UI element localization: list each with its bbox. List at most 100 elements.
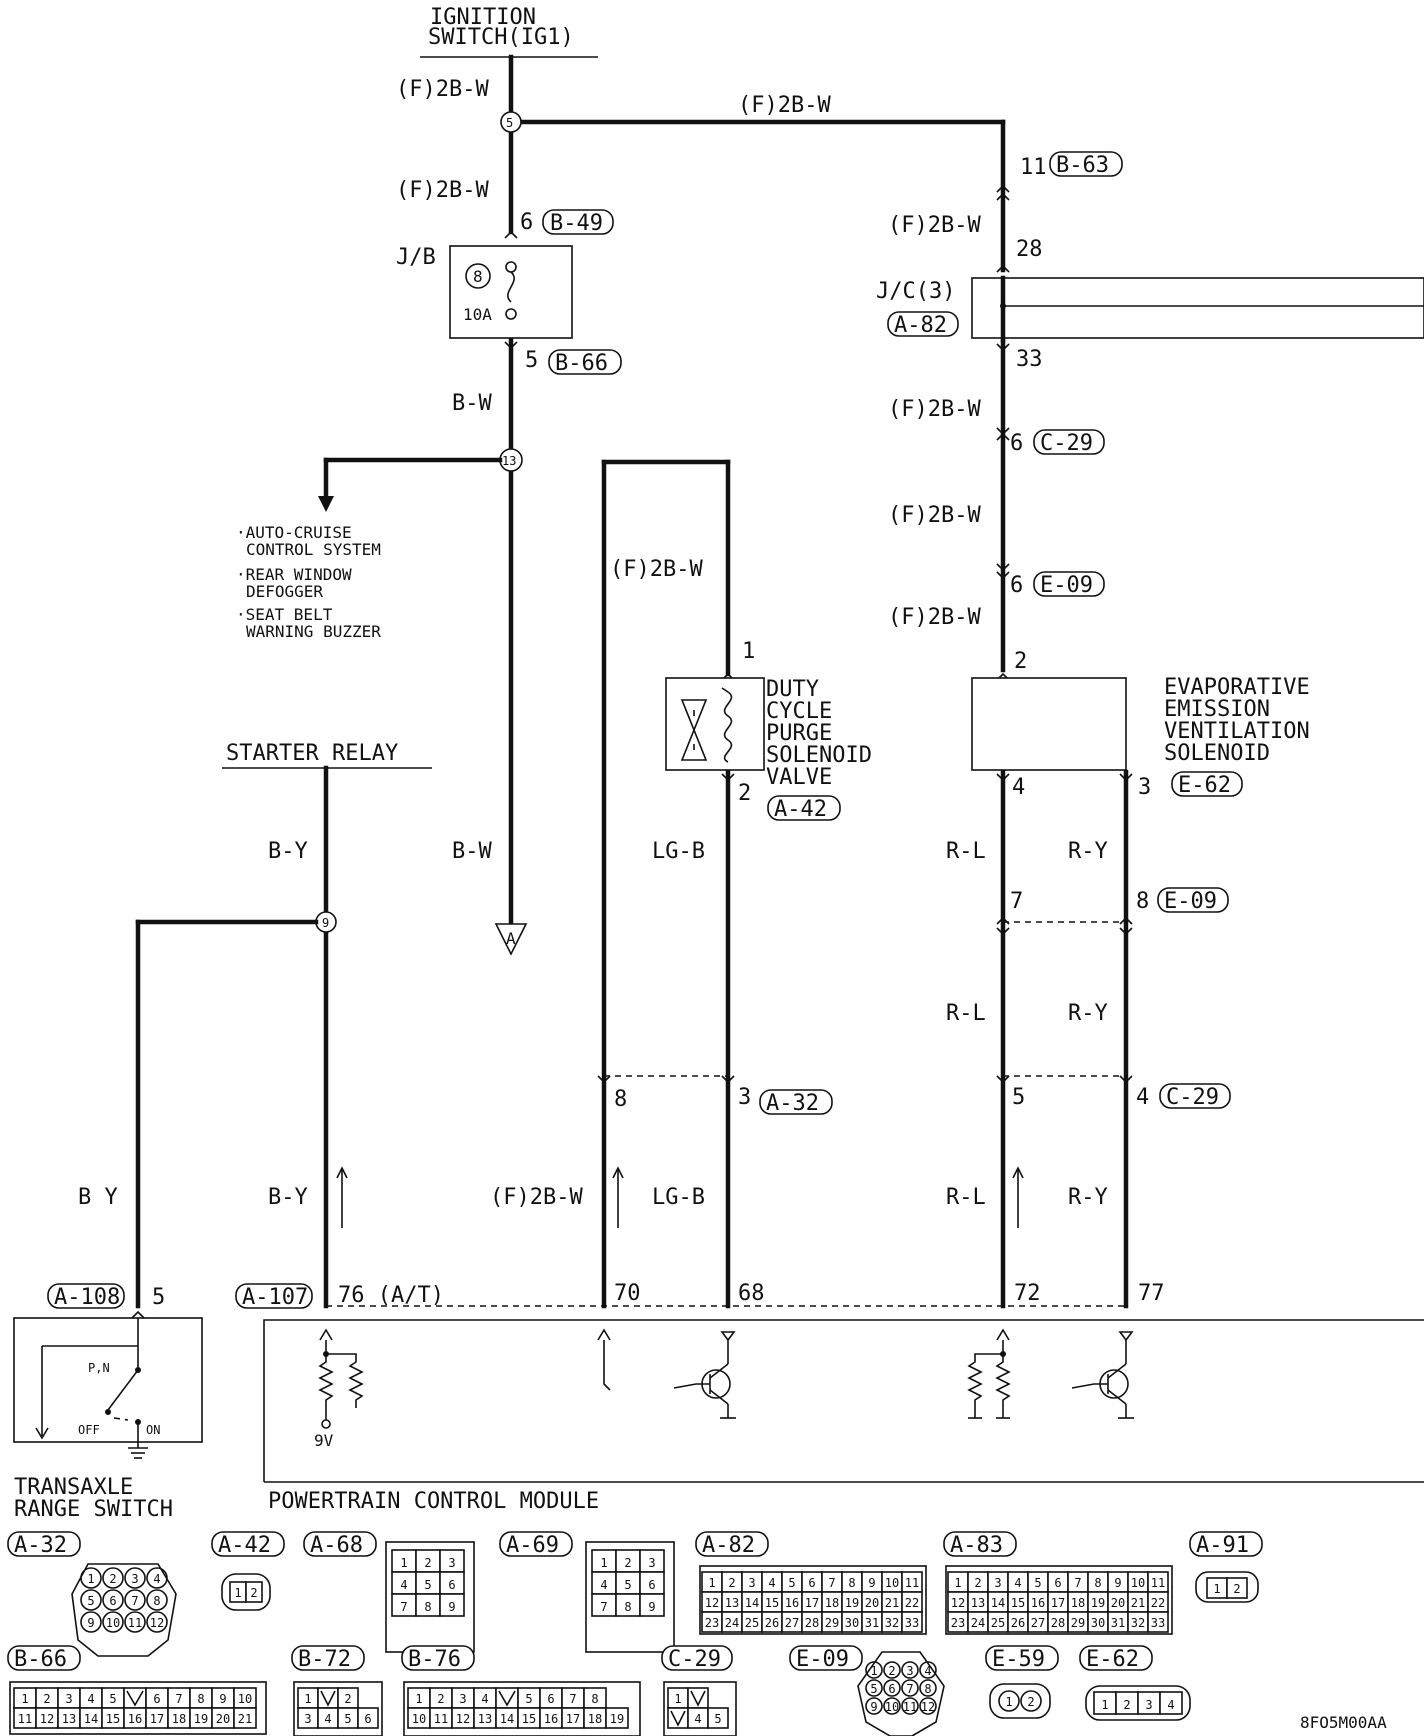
svg-text:A-82: A-82: [894, 313, 947, 338]
svg-text:3: 3: [131, 1572, 138, 1586]
signal-arrow-icon: [336, 1166, 348, 1228]
svg-text:11: 11: [903, 1700, 917, 1714]
svg-text:3: 3: [648, 1556, 655, 1570]
drawing-code: 8FO5M00AA: [1300, 1713, 1387, 1732]
svg-text:5: 5: [87, 1594, 94, 1608]
wire-label-2: (F)2B-W: [738, 93, 831, 118]
svg-text:6: 6: [648, 1578, 655, 1592]
connector-tag-a-83: A-83: [943, 1531, 1017, 1558]
svg-text:A-83: A-83: [950, 1533, 1003, 1558]
svg-text:1: 1: [400, 1556, 407, 1570]
svg-text:26: 26: [1011, 1616, 1025, 1630]
connector-b76-shell: [403, 1681, 641, 1736]
svg-text:2: 2: [437, 1692, 444, 1706]
jc-label: J/C(3): [876, 279, 955, 304]
svg-text:11: 11: [18, 1712, 32, 1726]
svg-text:6: 6: [153, 1692, 160, 1706]
svg-text:13: 13: [971, 1596, 985, 1610]
svg-text:2: 2: [624, 1556, 631, 1570]
svg-text:5: 5: [344, 1712, 351, 1726]
pin-5-b66: 5: [525, 348, 538, 373]
svg-text:A-108: A-108: [54, 1285, 120, 1310]
svg-text:10: 10: [885, 1700, 899, 1714]
svg-text:6: 6: [109, 1594, 116, 1608]
connector-b49-tag: B-49: [542, 209, 614, 236]
svg-text:27: 27: [785, 1616, 799, 1630]
wire-label-by-2: B Y: [78, 1185, 118, 1210]
pin-1-purge: 1: [742, 639, 755, 664]
svg-text:1: 1: [1213, 1582, 1220, 1596]
svg-text:1: 1: [600, 1556, 607, 1570]
connector-b66-shell: [9, 1681, 267, 1735]
wire-label-1: (F)2B-W: [396, 77, 489, 102]
svg-text:8: 8: [473, 267, 483, 286]
svg-text:9: 9: [870, 1700, 877, 1714]
svg-text:6: 6: [888, 1682, 895, 1696]
svg-text:12: 12: [150, 1616, 164, 1630]
pin-77: 77: [1138, 1281, 1165, 1306]
svg-text:19: 19: [194, 1712, 208, 1726]
starter-relay: STARTER RELAY: [222, 741, 432, 769]
svg-text:24: 24: [725, 1616, 739, 1630]
svg-text:1: 1: [234, 1586, 241, 1600]
svg-text:7: 7: [131, 1594, 138, 1608]
trs-pn-label: P,N: [88, 1361, 110, 1375]
svg-text:6: 6: [1054, 1576, 1061, 1590]
pin-70: 70: [614, 1281, 641, 1306]
svg-text:4: 4: [1014, 1576, 1021, 1590]
pin-5-c29: 5: [1012, 1085, 1025, 1110]
svg-text:9: 9: [87, 1616, 94, 1630]
connector-a32-tag: A-32: [759, 1089, 833, 1116]
svg-text:3: 3: [1145, 1698, 1152, 1712]
svg-text:1: 1: [708, 1576, 715, 1590]
svg-text:13: 13: [478, 1712, 492, 1726]
connector-tag-a-42: A-42: [211, 1531, 285, 1558]
svg-text:16: 16: [785, 1596, 799, 1610]
pin-68: 68: [738, 1281, 765, 1306]
connector-a108-tag: A-108: [47, 1283, 125, 1310]
svg-text:29: 29: [1071, 1616, 1085, 1630]
svg-text:18: 18: [172, 1712, 186, 1726]
wire-label-purge: (F)2B-W: [610, 557, 703, 582]
connector-tag-e-59: E-59: [985, 1645, 1059, 1672]
pcm-9v-label: 9V: [314, 1431, 334, 1450]
svg-text:B-66: B-66: [14, 1647, 67, 1672]
svg-text:2: 2: [424, 1556, 431, 1570]
svg-text:A-42: A-42: [218, 1533, 271, 1558]
svg-text:21: 21: [238, 1712, 252, 1726]
svg-text:C-29: C-29: [668, 1647, 721, 1672]
svg-text:11: 11: [128, 1616, 142, 1630]
connector-a42-shell: [221, 1573, 271, 1611]
connector-tag-b-66: B-66: [7, 1645, 81, 1672]
svg-text:4: 4: [324, 1712, 331, 1726]
svg-text:22: 22: [905, 1596, 919, 1610]
svg-text:2: 2: [1233, 1582, 1240, 1596]
powertrain-control-module: POWERTRAIN CONTROL MODULE 9V: [263, 1319, 1424, 1514]
svg-text:19: 19: [1091, 1596, 1105, 1610]
pin-6-jb: 6: [520, 210, 533, 235]
svg-text:3: 3: [906, 1664, 913, 1678]
wire-label-r2: (F)2B-W: [888, 397, 981, 422]
svg-text:1: 1: [21, 1692, 28, 1706]
wire-label-2bw-pcm: (F)2B-W: [490, 1185, 583, 1210]
svg-text:23: 23: [705, 1616, 719, 1630]
pin-8-e09: 8: [1136, 889, 1149, 914]
connector-a82-shell: [699, 1565, 927, 1635]
svg-text:5: 5: [109, 1692, 116, 1706]
svg-text:3: 3: [448, 1556, 455, 1570]
wire-label-r1: (F)2B-W: [888, 213, 981, 238]
wire-label-lgb-2: LG-B: [652, 1185, 705, 1210]
svg-text:A-82: A-82: [702, 1533, 755, 1558]
svg-text:CYCLE: CYCLE: [766, 699, 832, 724]
junction-9: 9: [315, 911, 337, 933]
connector-e09-tag: E-09: [1033, 571, 1105, 598]
trs-title-2: RANGE SWITCH: [14, 1497, 173, 1522]
transaxle-range-switch: P,N OFF ON: [13, 1317, 203, 1459]
ground-ref-a: A: [494, 923, 528, 956]
svg-text:30: 30: [1091, 1616, 1105, 1630]
